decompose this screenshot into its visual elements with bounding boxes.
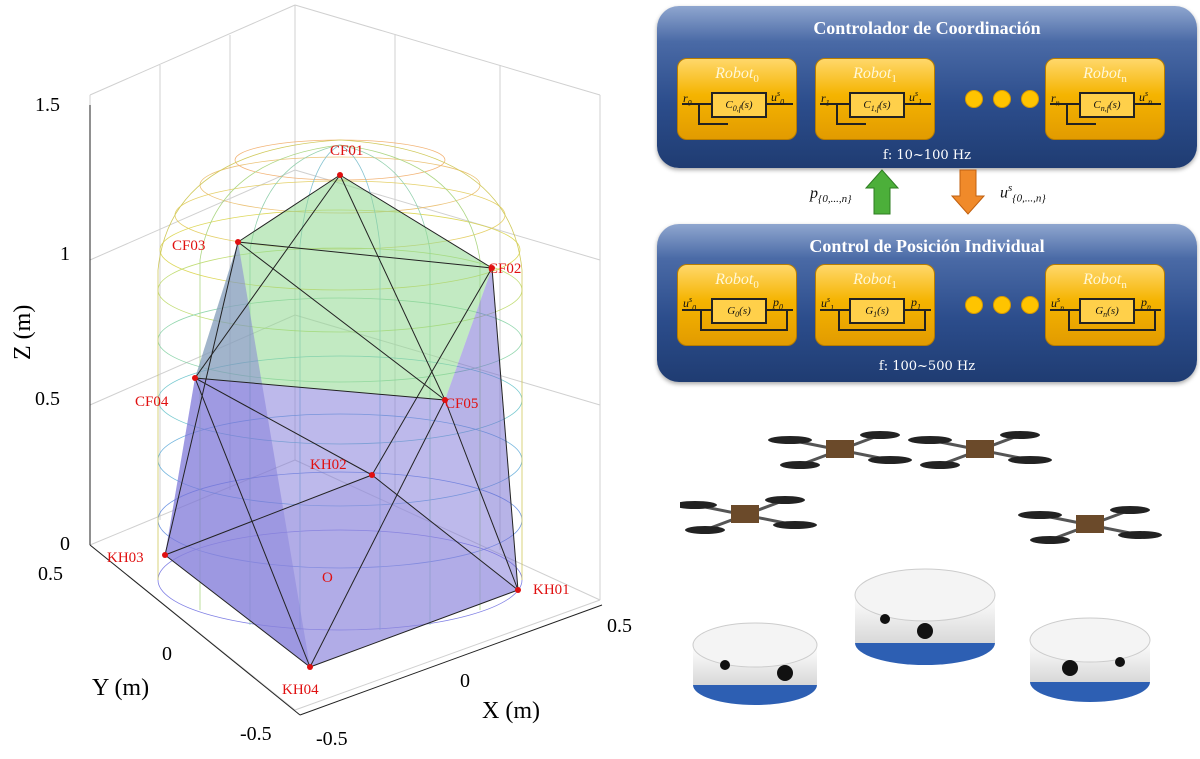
feedback-arrows <box>860 168 1000 224</box>
up-arrow-icon <box>866 170 898 214</box>
ground-robot-icon <box>855 569 995 665</box>
node-label-cf02: CF02 <box>488 261 521 277</box>
3d-workspace-plot: CF01 CF02 CF03 CF04 CF05 KH01 KH02 KH03 … <box>0 0 650 759</box>
z-tick: 1 <box>60 243 70 265</box>
output-label: p1 <box>911 295 921 311</box>
plant-block: G0(s) <box>711 298 767 324</box>
output-label: pn <box>1141 295 1151 311</box>
coord-robot-0: Robot0 r0 C0,f(s) us0 <box>677 58 797 140</box>
coordination-title: Controlador de Coordinación <box>657 18 1197 39</box>
x-tick: 0 <box>460 670 470 692</box>
robot-name: Robot1 <box>816 271 934 291</box>
position-frequency: f: 100~500 Hz <box>657 359 1197 374</box>
quadrotor-icon <box>1018 506 1162 544</box>
output-label: us1 <box>909 89 922 106</box>
robot-name: Robot1 <box>816 65 934 85</box>
node-label-kh01: KH01 <box>533 582 570 598</box>
ellipsis-dot <box>965 296 983 314</box>
down-arrow-icon <box>952 170 984 214</box>
pos-robot-n: Robotn usn Gn(s) pn <box>1045 264 1165 346</box>
node-label-cf04: CF04 <box>135 394 169 410</box>
node-label-cf05: CF05 <box>445 396 478 412</box>
quadrotor-icon <box>680 496 817 534</box>
node-label-kh03: KH03 <box>107 550 144 566</box>
ground-robot-icon <box>693 623 817 705</box>
robot-name: Robotn <box>1046 271 1164 291</box>
control-signal-label: us{0,...,n} <box>1000 182 1046 205</box>
robot-name: Robot0 <box>678 271 796 291</box>
coordination-frequency: f: 10~100 Hz <box>657 148 1197 163</box>
pos-robot-0: Robot0 us0 G0(s) p0 <box>677 264 797 346</box>
controller-block: C0,f(s) <box>711 92 767 118</box>
z-tick: 0 <box>60 533 70 555</box>
robot-name: Robotn <box>1046 65 1164 85</box>
output-label: p0 <box>773 295 783 311</box>
polyhedron <box>165 175 518 667</box>
quadrotor-icon <box>768 431 912 469</box>
position-feedback-label: p{0,...,n} <box>810 185 852 205</box>
z-tick: 1.5 <box>35 94 60 116</box>
y-tick: -0.5 <box>240 723 272 745</box>
robot-fleet-illustration <box>680 410 1190 730</box>
x-tick: -0.5 <box>316 728 348 750</box>
output-label: usn <box>1139 89 1152 106</box>
x-tick: 0.5 <box>607 615 632 637</box>
ellipsis-dot <box>1021 296 1039 314</box>
z-tick: 0.5 <box>35 388 60 410</box>
ellipsis-dot <box>1021 90 1039 108</box>
individual-position-control-panel: Control de Posición Individual Robot0 us… <box>657 224 1197 382</box>
ellipsis-dot <box>993 90 1011 108</box>
y-tick: 0.5 <box>38 563 63 585</box>
y-tick: 0 <box>162 643 172 665</box>
z-axis-label: Z (m) <box>10 305 36 360</box>
controller-block: C1,f(s) <box>849 92 905 118</box>
pos-robot-1: Robot1 us1 G1(s) p1 <box>815 264 935 346</box>
controller-block: Cn,f(s) <box>1079 92 1135 118</box>
plant-block: G1(s) <box>849 298 905 324</box>
node-label-cf03: CF03 <box>172 238 205 254</box>
plant-block: Gn(s) <box>1079 298 1135 324</box>
node-label-kh04: KH04 <box>282 682 319 698</box>
coordination-controller-panel: Controlador de Coordinación Robot0 r0 C0… <box>657 6 1197 168</box>
node-label-cf01: CF01 <box>330 143 363 159</box>
output-label: us0 <box>771 89 784 106</box>
ellipsis-dot <box>965 90 983 108</box>
node-label-kh02: KH02 <box>310 457 347 473</box>
coord-robot-1: Robot1 r1 C1,f(s) us1 <box>815 58 935 140</box>
robot-name: Robot0 <box>678 65 796 85</box>
coord-robot-n: Robotn rn Cn,f(s) usn <box>1045 58 1165 140</box>
x-axis-label: X (m) <box>482 698 540 724</box>
ellipsis-dot <box>993 296 1011 314</box>
position-title: Control de Posición Individual <box>657 236 1197 257</box>
ground-robot-icon <box>1030 618 1150 702</box>
quadrotor-icon <box>908 431 1052 469</box>
y-axis-label: Y (m) <box>92 675 149 701</box>
node-label-origin: O <box>322 570 333 586</box>
